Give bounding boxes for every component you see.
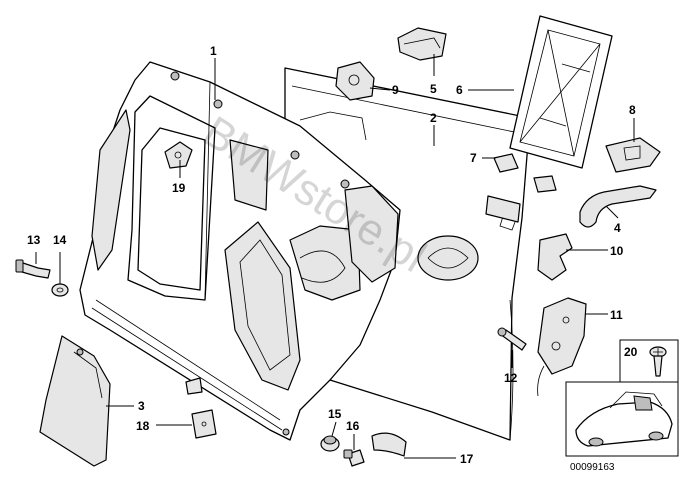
callout-13[interactable]: 13 xyxy=(27,233,41,247)
part-13-bolt xyxy=(15,259,51,279)
callout-labels: 1 2 3 4 5 6 7 8 9 10 11 12 13 14 15 16 1… xyxy=(27,44,638,466)
leader-lines xyxy=(35,54,635,459)
callout-7[interactable]: 7 xyxy=(470,151,477,165)
part-4-hook xyxy=(579,185,657,228)
callout-16[interactable]: 16 xyxy=(346,419,360,433)
part-9-cover xyxy=(335,61,375,101)
callout-6[interactable]: 6 xyxy=(456,83,463,97)
part-3-side-cover xyxy=(39,335,111,467)
part-20-screw-inset xyxy=(619,339,679,383)
part-16-screw xyxy=(343,449,365,467)
callout-14[interactable]: 14 xyxy=(53,233,67,247)
callout-15[interactable]: 15 xyxy=(328,407,342,421)
callout-2[interactable]: 2 xyxy=(430,111,437,125)
callout-5[interactable]: 5 xyxy=(430,82,437,96)
part-7-clips xyxy=(493,153,557,193)
callout-19[interactable]: 19 xyxy=(172,181,186,195)
part-18-clip-plate xyxy=(191,409,217,439)
callout-17[interactable]: 17 xyxy=(460,452,474,466)
callout-1[interactable]: 1 xyxy=(210,44,217,58)
part-10-cover-plate xyxy=(537,233,573,281)
part-11-lock xyxy=(537,297,587,397)
callout-11[interactable]: 11 xyxy=(610,308,623,322)
callout-18[interactable]: 18 xyxy=(136,419,150,433)
part-6-net-frame xyxy=(509,15,613,169)
callout-3[interactable]: 3 xyxy=(138,399,145,413)
callout-20[interactable]: 20 xyxy=(624,345,638,359)
part-5-clip xyxy=(397,27,447,61)
callout-12[interactable]: 12 xyxy=(504,371,518,385)
callout-4[interactable]: 4 xyxy=(614,221,621,235)
part-14-washer xyxy=(51,283,69,297)
callout-8[interactable]: 8 xyxy=(629,103,636,117)
part-12-bolt xyxy=(497,327,527,351)
part-19-bracket xyxy=(164,141,193,169)
part-8-cover xyxy=(605,137,661,173)
car-locator-inset xyxy=(565,381,679,457)
part-1-seat-frame xyxy=(79,61,401,441)
callout-10[interactable]: 10 xyxy=(610,244,624,258)
document-number: 00099163 xyxy=(570,462,615,473)
part-15-grommet xyxy=(320,435,340,452)
part-17-trim-strip xyxy=(371,432,407,457)
callout-9[interactable]: 9 xyxy=(392,83,399,97)
